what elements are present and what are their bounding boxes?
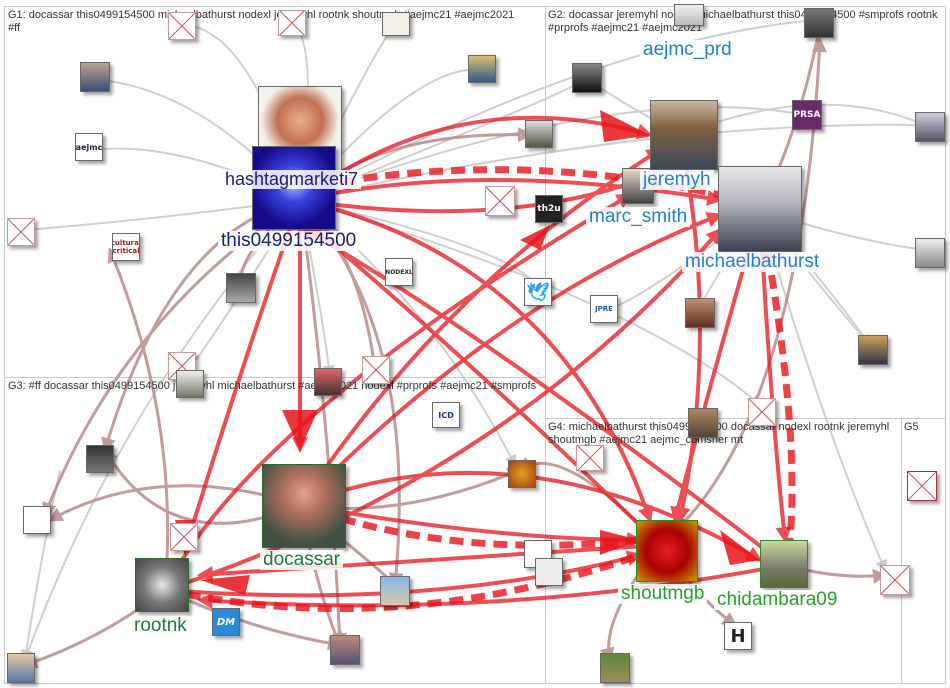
- logo-node[interactable]: [535, 558, 563, 586]
- missing-image-node[interactable]: [907, 471, 937, 501]
- missing-image-node[interactable]: [576, 445, 604, 471]
- group-title-g2: G2: docassar jeremyhl nodexl michaelbath…: [548, 9, 938, 34]
- node-label-chidambara09: chidambara09: [714, 590, 841, 610]
- node-label-jeremyhl: jeremyh: [640, 170, 714, 190]
- group-title-g1: G1: docassar this0499154500 michaelbathu…: [8, 9, 515, 34]
- node-label-hashtagmarketi7: hashtagmarketi7: [222, 170, 362, 189]
- cultural-critical-logo-node[interactable]: cultural critical: [112, 233, 140, 261]
- prsa-logo-text: PRSA: [793, 110, 821, 120]
- nodexl-logo-node[interactable]: NODEXL: [385, 258, 413, 286]
- node-label-aejmc-prd: aejmc_prd: [640, 40, 735, 60]
- h-logo-text: H: [730, 625, 746, 647]
- missing-image-node[interactable]: [748, 398, 776, 426]
- th2u-logo-node[interactable]: th2u: [535, 195, 563, 223]
- avatar-node[interactable]: [226, 273, 256, 303]
- node-michaelbathurst-image[interactable]: [718, 166, 802, 252]
- th2u-logo-text: th2u: [537, 204, 561, 214]
- avatar-node[interactable]: [314, 368, 342, 396]
- avatar-node[interactable]: [674, 4, 704, 26]
- avatar-node[interactable]: [688, 408, 718, 438]
- avatar-node[interactable]: [468, 55, 496, 83]
- avatar-node[interactable]: [7, 653, 35, 683]
- jpre-logo-node[interactable]: JPRE: [590, 295, 618, 323]
- prsa-logo-node[interactable]: PRSA: [792, 100, 822, 130]
- group-title-g3: G3: #ff docassar this0499154500 jeremyhl…: [8, 380, 537, 392]
- node-label-docassar: docassar: [260, 550, 344, 570]
- nodexl-logo-text: NODEXL: [385, 268, 413, 276]
- node-chidambara09-image[interactable]: [760, 540, 808, 588]
- dm-logo-node[interactable]: DM: [212, 608, 240, 636]
- avatar-node[interactable]: [600, 653, 630, 683]
- cultural-critical-text: cultural critical: [112, 239, 140, 255]
- node-shoutmgb-image[interactable]: [636, 520, 698, 582]
- twitter-bird-icon: 🕊: [526, 281, 550, 303]
- missing-image-node[interactable]: [362, 356, 390, 384]
- avatar-node[interactable]: [915, 238, 945, 268]
- missing-image-node[interactable]: [7, 218, 35, 246]
- missing-image-node[interactable]: [168, 12, 196, 40]
- aejmc-logo-text: aejmc: [75, 142, 103, 152]
- group-title-g4: G4: michaelbathurst this0499154500 docas…: [548, 421, 890, 446]
- avatar-node[interactable]: [330, 635, 360, 665]
- missing-image-node[interactable]: [278, 10, 306, 36]
- h-logo-node[interactable]: H: [724, 622, 752, 650]
- quill-logo-node[interactable]: [23, 506, 51, 534]
- group-panel-g5: [901, 418, 946, 684]
- icd-logo-node[interactable]: ICD: [432, 402, 460, 428]
- node-label-rootnk: rootnk: [131, 616, 190, 636]
- node-label-michaelbathurst: michaelbathurst: [682, 252, 823, 272]
- node-rootnk-image[interactable]: [135, 558, 189, 612]
- avatar-node[interactable]: [176, 370, 204, 398]
- node-label-marc-smith: marc_smith: [586, 207, 691, 227]
- avatar-node[interactable]: [525, 120, 553, 148]
- icd-logo-text: ICD: [438, 410, 454, 420]
- node-jeremyhl-image[interactable]: [650, 100, 718, 170]
- avatar-node[interactable]: [858, 335, 888, 365]
- avatar-node[interactable]: [80, 62, 110, 92]
- avatar-node[interactable]: [685, 298, 715, 328]
- node-label-this0499154500: this0499154500: [218, 231, 360, 251]
- avatar-node[interactable]: [572, 63, 602, 93]
- twitter-bird-node[interactable]: 🕊: [524, 278, 552, 306]
- avatar-node[interactable]: [86, 445, 114, 473]
- missing-image-node[interactable]: [880, 565, 910, 595]
- dm-logo-text: DM: [216, 616, 236, 628]
- flower-photo-node[interactable]: [508, 460, 536, 488]
- building-photo-node[interactable]: [380, 576, 410, 606]
- group-title-g5: G5: [904, 421, 919, 433]
- missing-image-node[interactable]: [170, 523, 198, 551]
- node-label-shoutmgb: shoutmgb: [618, 584, 708, 604]
- missing-image-node[interactable]: [485, 186, 515, 216]
- jpre-logo-text: JPRE: [595, 305, 613, 313]
- avatar-node[interactable]: [804, 8, 834, 38]
- avatar-node[interactable]: [915, 112, 945, 142]
- logo-node[interactable]: [382, 12, 410, 36]
- aejmc-logo-node[interactable]: aejmc: [75, 133, 103, 161]
- node-docassar-image[interactable]: [262, 464, 346, 548]
